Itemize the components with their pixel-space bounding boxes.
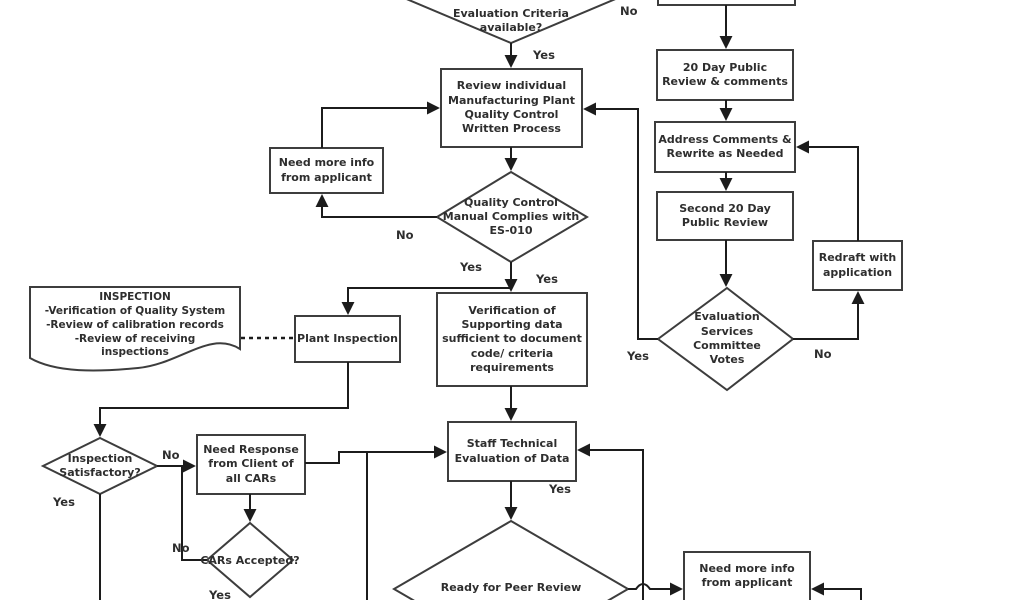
- process-need-response: Need Response from Client of all CARs: [203, 443, 299, 485]
- connector-qcmanual-no-to-needinfo: [315, 194, 437, 218]
- shape-process-staff-eval: [447, 421, 577, 482]
- connector-needinfo-to-review: [321, 101, 440, 148]
- shape-process-need-more-info-upper: [269, 147, 384, 194]
- edge-label-yes-criteria: Yes: [533, 48, 555, 62]
- shape-process-address-comments: [654, 121, 796, 173]
- shape-process-review-plant: [440, 68, 583, 148]
- process-plant-inspection: Plant Inspection: [297, 331, 398, 345]
- edge-label-yes-qcmanual-right: Yes: [536, 272, 558, 286]
- shape-decision-cars-accepted: [205, 521, 295, 599]
- edge-label-no-qcmanual: No: [396, 228, 414, 242]
- shape-process-verification: [436, 292, 588, 387]
- decision-cars-accepted: CARs Accepted?: [200, 553, 300, 567]
- decision-ready-peer-review: Ready for Peer Review: [440, 580, 582, 594]
- shape-process-need-response: [196, 434, 306, 495]
- process-review-plant: Review individual Manufacturing Plant Qu…: [448, 79, 575, 136]
- connector-bottom-to-staffeval-right: [577, 443, 644, 600]
- edge-label-no-criteria: No: [620, 4, 638, 18]
- inspection-note-line: -Verification of Quality System: [44, 304, 226, 317]
- inspection-note-line: inspections: [101, 346, 169, 359]
- edge-label-yes-evalvotes: Yes: [627, 349, 649, 363]
- shape-decision-evaluation-criteria: [406, 0, 616, 45]
- shape-decision-eval-committee: [656, 286, 795, 392]
- connector-plant-to-inspsatisfactory: [93, 362, 349, 437]
- connector-qcmanual-yes-to-plant: [341, 287, 511, 315]
- connector-peerreview-to-needinfolower: [628, 582, 683, 596]
- process-20-day-review: 20 Day Public Review & comments: [662, 60, 788, 88]
- edge-label-yes-qcmanual-left: Yes: [460, 260, 482, 274]
- process-verification: Verification of Supporting data sufficie…: [442, 303, 582, 374]
- connector-evalvotes-yes-to-review: [583, 102, 658, 340]
- decision-qc-manual: Quality Control Manual Complies with ES-…: [442, 195, 580, 238]
- edge-label-yes-staffeval: Yes: [549, 482, 571, 496]
- process-address-comments: Address Comments & Rewrite as Needed: [658, 132, 792, 160]
- process-redraft: Redraft with application: [818, 251, 897, 279]
- inspection-note-title: INSPECTION: [99, 291, 171, 303]
- edge-label-no-evalvotes: No: [814, 347, 832, 361]
- shape-decision-ready-peer-review: [392, 519, 630, 600]
- decision-inspection-satisfactory: Inspection Satisfactory?: [59, 451, 141, 479]
- document-inspection-note: INSPECTION -Verification of Quality Syst…: [33, 291, 237, 360]
- decision-eval-committee: Evaluation Services Committee Votes: [693, 310, 761, 367]
- edge-label-yes-cars: Yes: [209, 588, 231, 600]
- shape-process-redraft: [812, 240, 903, 291]
- connector-redraft-to-address: [796, 140, 859, 241]
- shape-process-need-more-info-lower: [683, 551, 811, 600]
- inspection-note-line: -Review of calibration records: [46, 318, 224, 331]
- process-need-more-info-upper: Need more info from applicant: [278, 156, 375, 184]
- connector-bottom-to-needinfolower-right: [811, 582, 862, 600]
- shape-process-20-day-review: [656, 49, 794, 101]
- process-need-more-info-lower: Need more info from applicant: [699, 561, 795, 589]
- connector-needresponse-to-staffeval: [305, 445, 447, 464]
- edge-label-no-cars: No: [172, 541, 190, 555]
- decision-evaluation-criteria: Evaluation Criteria available?: [453, 6, 569, 34]
- connector-cars-no-loop: [181, 466, 207, 561]
- shape-document-inspection-note: [29, 286, 241, 372]
- inspection-note-line: -Review of receiving: [74, 332, 196, 345]
- process-staff-eval: Staff Technical Evaluation of Data: [454, 437, 570, 465]
- shape-process-top-right-cutoff: [657, 0, 796, 6]
- connector-evalvotes-no-to-redraft: [793, 291, 865, 340]
- shape-process-plant-inspection: [294, 315, 401, 363]
- process-second-20-day: Second 20 Day Public Review: [679, 201, 771, 229]
- edge-label-yes-inspsatisfactory: Yes: [53, 495, 75, 509]
- edge-label-no-inspsatisfactory: No: [162, 448, 180, 462]
